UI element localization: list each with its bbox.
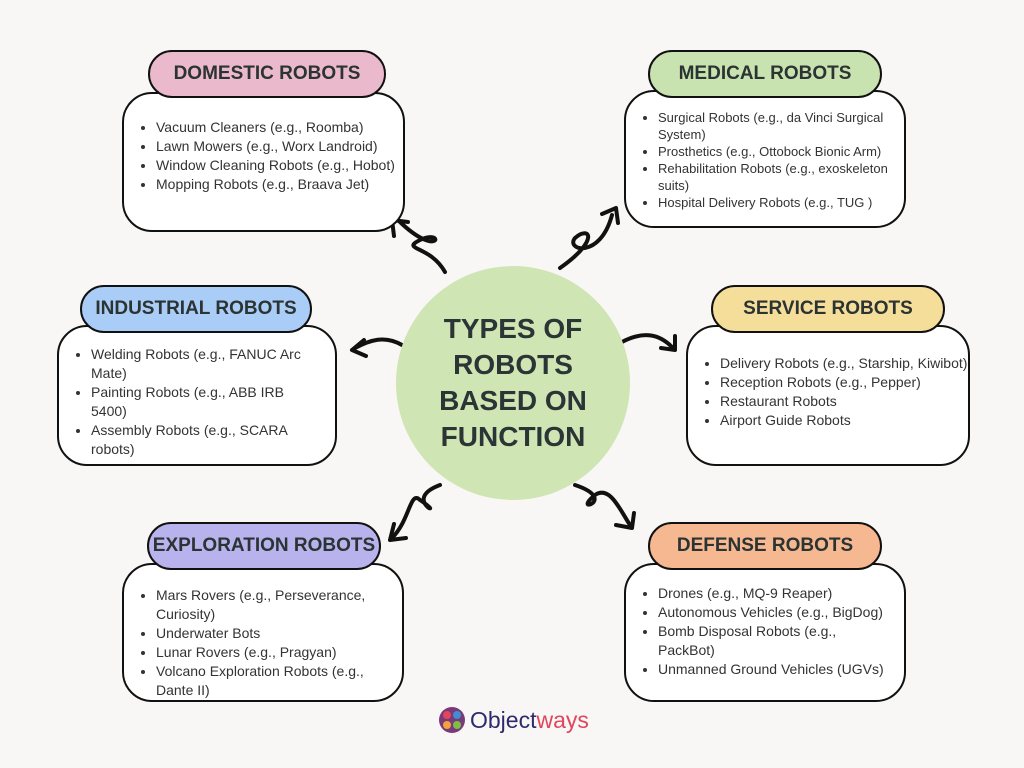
- list-item: Unmanned Ground Vehicles (UGVs): [658, 660, 894, 679]
- list-item: Painting Robots (e.g., ABB IRB 5400): [91, 383, 315, 421]
- list-item: Mars Rovers (e.g., Perseverance, Curiosi…: [156, 586, 388, 624]
- list-item: Welding Robots (e.g., FANUC Arc Mate): [91, 345, 315, 383]
- arrow-defense: [573, 483, 632, 527]
- list-item: Underwater Bots: [156, 624, 388, 643]
- arrow-domestic: [398, 220, 447, 274]
- objectways-logo: Objectways: [438, 706, 589, 734]
- central-topic: TYPES OF ROBOTS BASED ON FUNCTION: [396, 266, 630, 500]
- domestic-header: DOMESTIC ROBOTS: [148, 50, 386, 98]
- domestic-list-box: Vacuum Cleaners (e.g., Roomba)Lawn Mower…: [122, 92, 405, 232]
- service-list-box: Delivery Robots (e.g., Starship, Kiwibot…: [686, 325, 970, 466]
- service-header: SERVICE ROBOTS: [711, 285, 945, 333]
- list-item: Autonomous Vehicles (e.g., BigDog): [658, 603, 894, 622]
- industrial-list-box: Welding Robots (e.g., FANUC Arc Mate)Pai…: [57, 325, 337, 466]
- list-item: Prosthetics (e.g., Ottobock Bionic Arm): [658, 143, 904, 160]
- list-item: Delivery Robots (e.g., Starship, Kiwibot…: [720, 354, 968, 373]
- list-item: Surgical Robots (e.g., da Vinci Surgical…: [658, 109, 904, 143]
- globe-logo-icon: [439, 707, 465, 733]
- list-item: Lunar Rovers (e.g., Pragyan): [156, 643, 388, 662]
- defense-header: DEFENSE ROBOTS: [648, 522, 882, 570]
- medical-list-box: Surgical Robots (e.g., da Vinci Surgical…: [624, 90, 906, 228]
- exploration-header: EXPLORATION ROBOTS: [147, 522, 381, 570]
- medical-header: MEDICAL ROBOTS: [648, 50, 882, 98]
- list-item: Assembly Robots (e.g., SCARA robots): [91, 421, 315, 459]
- industrial-header: INDUSTRIAL ROBOTS: [80, 285, 312, 333]
- list-item: Lawn Mowers (e.g., Worx Landroid): [156, 137, 403, 156]
- list-item: Mopping Robots (e.g., Braava Jet): [156, 175, 403, 194]
- exploration-list-box: Mars Rovers (e.g., Perseverance, Curiosi…: [122, 563, 404, 702]
- list-item: Volcano Exploration Robots (e.g., Dante …: [156, 662, 388, 700]
- list-item: Rehabilitation Robots (e.g., exoskeleton…: [658, 160, 904, 194]
- list-item: Vacuum Cleaners (e.g., Roomba): [156, 118, 403, 137]
- list-item: Drones (e.g., MQ-9 Reaper): [658, 584, 894, 603]
- arrow-exploration: [390, 483, 442, 540]
- list-item: Bomb Disposal Robots (e.g., PackBot): [658, 622, 894, 660]
- list-item: Airport Guide Robots: [720, 411, 968, 430]
- list-item: Restaurant Robots: [720, 392, 968, 411]
- list-item: Reception Robots (e.g., Pepper): [720, 373, 968, 392]
- central-title: TYPES OF ROBOTS BASED ON FUNCTION: [439, 313, 587, 452]
- arrow-medical: [558, 213, 614, 270]
- list-item: Window Cleaning Robots (e.g., Hobot): [156, 156, 403, 175]
- list-item: Hospital Delivery Robots (e.g., TUG ): [658, 194, 904, 211]
- arrow-service: [620, 333, 674, 349]
- defense-list-box: Drones (e.g., MQ-9 Reaper)Autonomous Veh…: [624, 563, 906, 702]
